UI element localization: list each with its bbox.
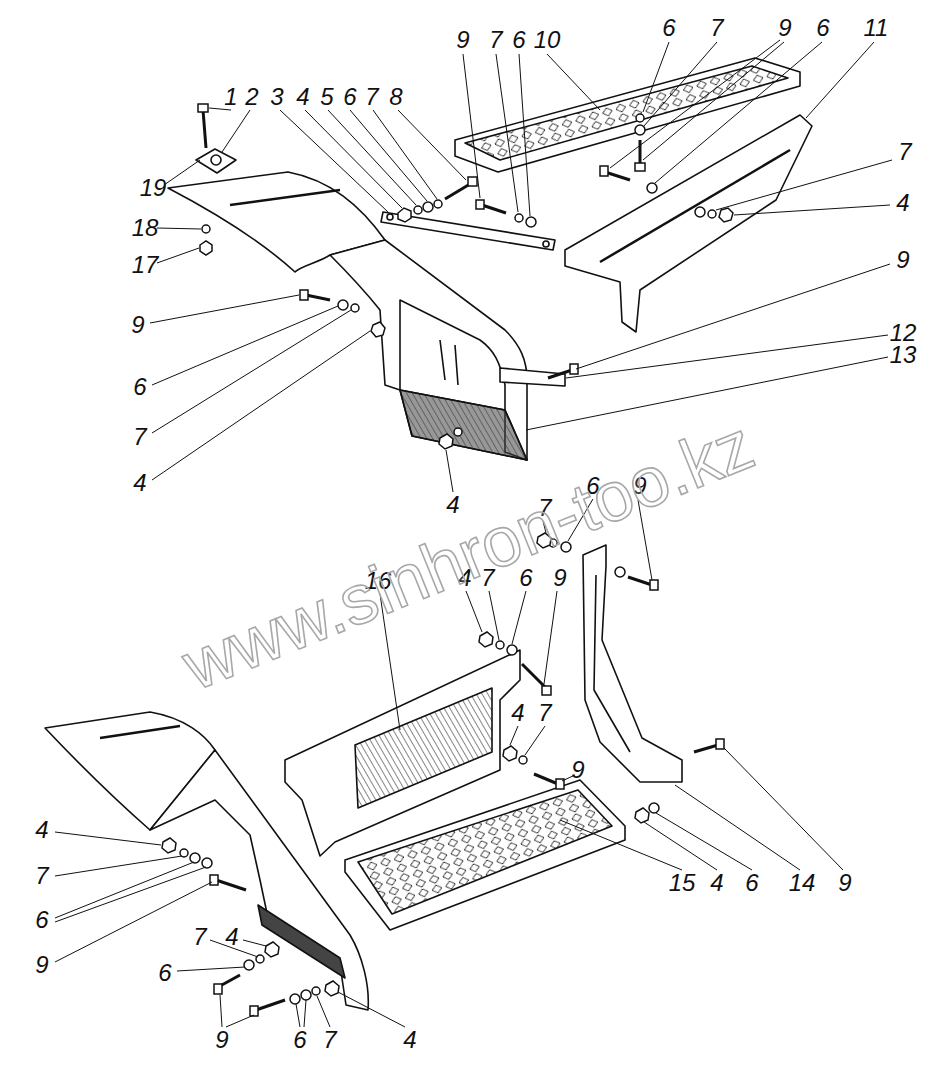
callout-number: 17 [132, 253, 159, 277]
callout-number: 9 [571, 758, 584, 782]
callout-number: 18 [132, 216, 159, 240]
callout-number: 6 [35, 908, 48, 932]
callout-number: 4 [446, 493, 459, 517]
watermark: www.sinhron-too.kz [174, 409, 763, 701]
callout-number: 6 [293, 1028, 306, 1052]
callout-number: 13 [890, 343, 917, 367]
callout-number: 6 [343, 85, 356, 109]
callout-number: 1 [224, 85, 237, 109]
callout-number: 14 [789, 871, 816, 895]
callout-number: 4 [710, 871, 723, 895]
callout-number: 4 [225, 925, 238, 949]
callout-number: 7 [193, 925, 206, 949]
callout-number: 8 [389, 85, 402, 109]
callout-number: 7 [898, 140, 911, 164]
callout-number: 9 [456, 28, 469, 52]
callout-number: 7 [323, 1028, 336, 1052]
callout-number: 9 [896, 248, 909, 272]
callout-number: 12 [890, 321, 917, 345]
callout-number: 7 [538, 701, 551, 725]
callout-number: 19 [140, 176, 167, 200]
callout-number: 15 [669, 871, 696, 895]
callout-number: 7 [35, 864, 48, 888]
callout-number: 7 [489, 28, 502, 52]
callout-number: 6 [745, 871, 758, 895]
callout-number: 6 [662, 16, 675, 40]
callout-number: 7 [710, 16, 723, 40]
callout-number: 6 [512, 28, 525, 52]
callout-number: 9 [215, 1028, 228, 1052]
callout-number: 9 [131, 313, 144, 337]
callout-number: 11 [864, 16, 889, 40]
callout-number: 4 [133, 471, 146, 495]
callout-number: 7 [133, 425, 146, 449]
callout-number: 2 [245, 85, 258, 109]
callout-number: 9 [553, 566, 566, 590]
callout-number: 9 [778, 16, 791, 40]
callout-number: 5 [320, 85, 333, 109]
callout-number: 9 [35, 953, 48, 977]
callout-number: 4 [35, 818, 48, 842]
callout-number: 10 [534, 28, 561, 52]
callout-number: 4 [511, 701, 524, 725]
callout-number: 3 [270, 85, 283, 109]
callout-number: 6 [158, 961, 171, 985]
callout-number: 4 [403, 1028, 416, 1052]
callout-number: 7 [365, 85, 378, 109]
callout-number: 4 [296, 85, 309, 109]
callout-number: 6 [816, 16, 829, 40]
callout-number: 9 [838, 871, 851, 895]
callout-number: 4 [896, 191, 909, 215]
callout-number: 6 [133, 375, 146, 399]
